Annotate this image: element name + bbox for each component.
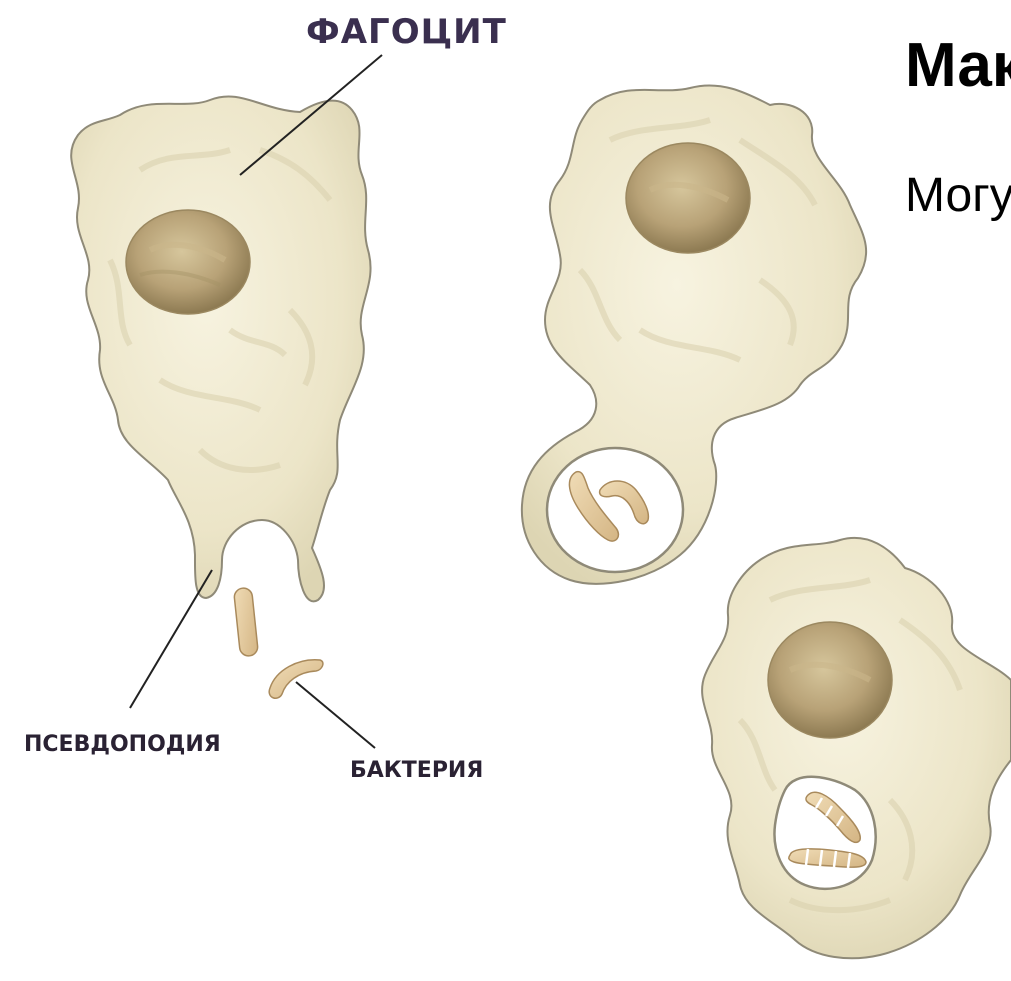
leader-line-pseudopodia: [130, 570, 212, 708]
free-bacteria: [233, 587, 322, 698]
bacterium-vertical: [233, 587, 258, 657]
phagocyte-cell-left: [71, 96, 370, 601]
phagocyte-cell-top-right: [522, 85, 866, 583]
cell-left-body: [71, 96, 370, 601]
leader-line-bacterium: [296, 682, 375, 748]
label-phagocyte: ФАГОЦИТ: [306, 12, 507, 52]
slide-title: Мак: [905, 30, 1011, 101]
label-pseudopodia: ПСЕВДОПОДИЯ: [24, 732, 221, 757]
phagosome-bottom: [774, 777, 875, 889]
label-bacterium: БАКТЕРИЯ: [350, 758, 483, 783]
cell-bottom-right-body: [702, 538, 1011, 958]
cell-left-nucleus: [126, 210, 250, 314]
slide-body-text: Могу: [905, 168, 1011, 223]
cell-top-right-nucleus: [626, 143, 750, 253]
bacterium-curved: [269, 660, 323, 698]
cell-bottom-right-nucleus: [768, 622, 892, 738]
phagosome-top: [547, 448, 683, 572]
phagocyte-cell-bottom-right: [702, 538, 1011, 958]
